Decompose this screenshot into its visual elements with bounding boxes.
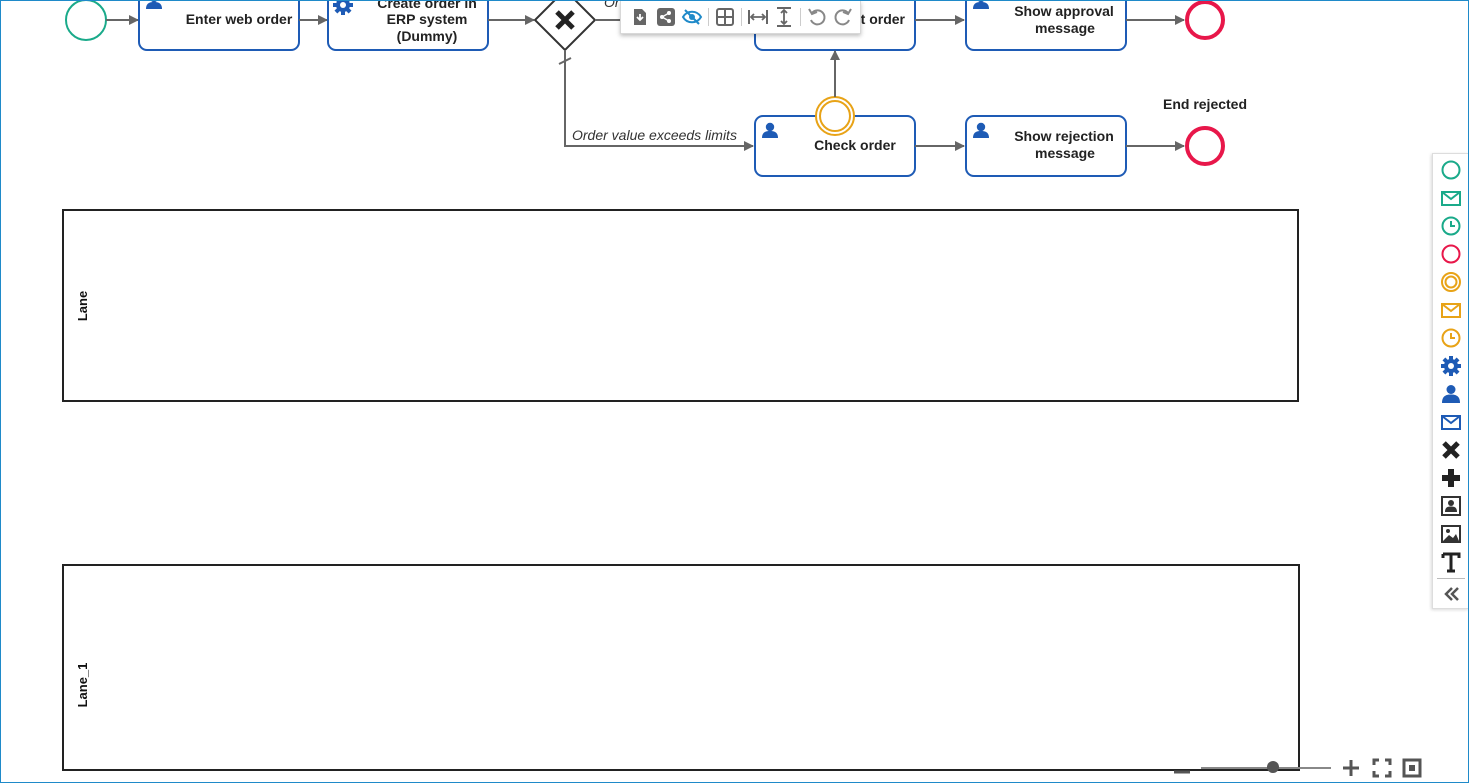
send-task-icon[interactable] [1439, 410, 1463, 434]
parallel-gateway-icon[interactable] [1439, 466, 1463, 490]
zoom-in-icon[interactable] [1340, 757, 1362, 779]
export-icon[interactable] [627, 3, 653, 31]
task-label: t order [861, 11, 906, 27]
share-icon[interactable] [653, 3, 679, 31]
fullscreen-icon[interactable] [1371, 757, 1393, 779]
zoom-out-icon[interactable] [1171, 757, 1193, 779]
task-label-line2: message [1035, 145, 1095, 161]
task-label: Enter web order [186, 11, 293, 27]
task-label-line1: Show rejection [1014, 128, 1114, 144]
lane-icon[interactable] [1439, 494, 1463, 518]
gear-icon [333, 1, 353, 15]
toolbar-separator [741, 8, 742, 26]
lane-label: Lane_1 [75, 663, 90, 708]
exclusive-gateway-icon[interactable] [1439, 438, 1463, 462]
user-task-icon[interactable] [1439, 382, 1463, 406]
exclusive-gateway[interactable] [533, 1, 597, 52]
sequence-flow-exceeds[interactable] [564, 50, 754, 151]
collapse-icon[interactable] [1439, 582, 1463, 606]
lane[interactable]: Lane [62, 209, 1299, 402]
boundary-intermediate-event[interactable] [815, 96, 855, 136]
palette-separator [1437, 578, 1465, 579]
message-intermediate-event-icon[interactable] [1439, 298, 1463, 322]
task-show-approval[interactable]: Show approval message [965, 1, 1127, 51]
default-flow-marker [558, 57, 572, 65]
end-event-icon[interactable] [1439, 242, 1463, 266]
flow-label-exceeds: Order value exceeds limits [572, 127, 737, 143]
zoom-slider-thumb[interactable] [1266, 761, 1279, 773]
lane-label: Lane [75, 291, 90, 321]
lane-1[interactable]: Lane_1 [62, 564, 1300, 771]
task-create-order-erp[interactable]: Create order in ERP system (Dummy) [327, 1, 489, 51]
timer-intermediate-event-icon[interactable] [1439, 326, 1463, 350]
zoom-slider-track[interactable] [1201, 767, 1331, 769]
start-event-icon[interactable] [1439, 158, 1463, 182]
flow-label-top: Or [604, 1, 621, 10]
service-task-icon[interactable] [1439, 354, 1463, 378]
element-toolbar [620, 1, 861, 34]
task-enter-web-order[interactable]: Enter web order [138, 1, 300, 51]
text-icon[interactable] [1439, 550, 1463, 574]
redo-icon[interactable] [830, 3, 856, 31]
fit-to-screen-icon[interactable] [1401, 757, 1423, 779]
intermediate-event-icon[interactable] [1439, 270, 1463, 294]
end-event-approved[interactable] [1185, 1, 1225, 40]
task-label-line3: (Dummy) [397, 28, 458, 44]
image-icon[interactable] [1439, 522, 1463, 546]
shape-palette [1432, 153, 1468, 609]
start-event[interactable] [65, 1, 107, 41]
task-show-rejection[interactable]: Show rejection message [965, 115, 1127, 177]
end-event-label: End rejected [1163, 96, 1247, 112]
undo-icon[interactable] [804, 3, 830, 31]
task-label: Check order [814, 137, 896, 153]
message-start-event-icon[interactable] [1439, 186, 1463, 210]
task-label-line2: ERP system [387, 11, 468, 27]
fit-height-icon[interactable] [771, 3, 797, 31]
end-event-rejected[interactable] [1185, 126, 1225, 166]
task-label-line1: Create order in [377, 1, 477, 11]
grid-icon[interactable] [712, 3, 738, 31]
timer-start-event-icon[interactable] [1439, 214, 1463, 238]
toolbar-separator [708, 8, 709, 26]
task-label-line1: Show approval [1014, 3, 1114, 19]
fit-width-icon[interactable] [745, 3, 771, 31]
hide-icon[interactable] [679, 3, 705, 31]
toolbar-separator [800, 8, 801, 26]
zoom-control [1169, 755, 1429, 781]
task-label-line2: message [1035, 20, 1095, 36]
